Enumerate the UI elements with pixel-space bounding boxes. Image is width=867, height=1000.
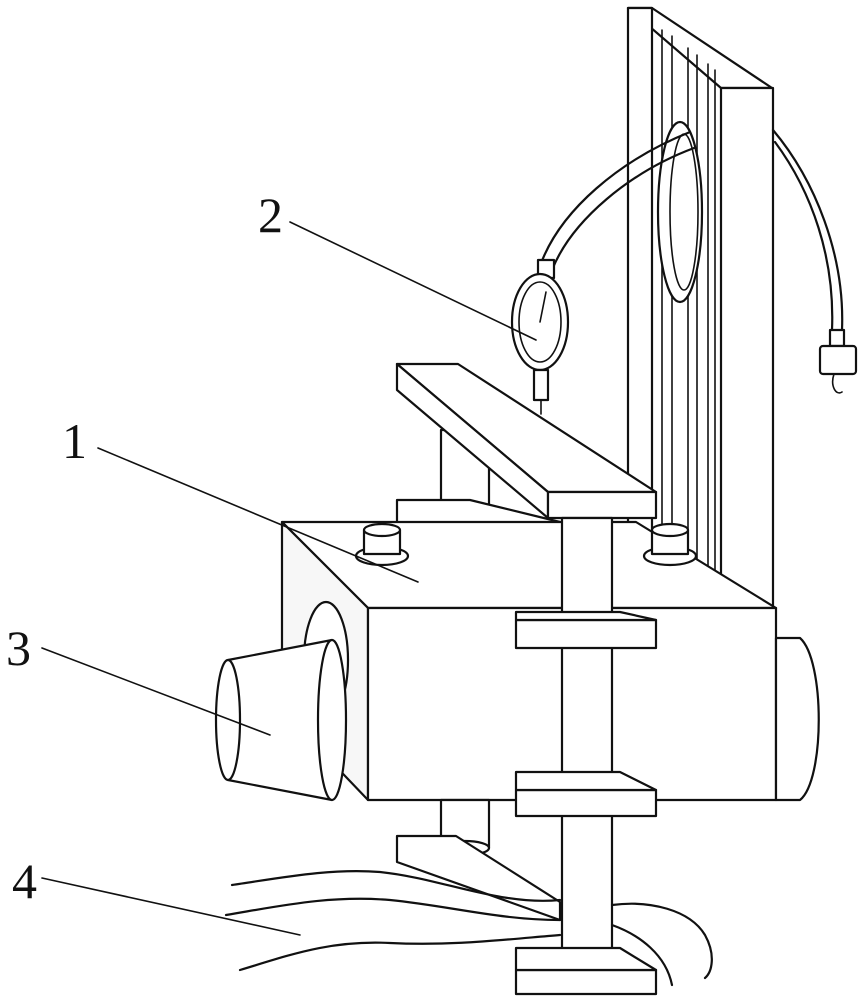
leader-lines: [41, 221, 537, 936]
vertical-rod: [514, 516, 658, 996]
upper-arm: [395, 362, 658, 534]
label-part-3: 3: [6, 620, 31, 676]
pipe-waves: [224, 869, 713, 987]
funnel: [214, 638, 348, 802]
gauge-cable-inner: [550, 146, 696, 272]
bolt-right: [642, 522, 698, 567]
label-part-1: 1: [62, 413, 87, 469]
leader-line-2: [289, 221, 537, 341]
lower-arm: [395, 798, 562, 922]
vertical-frame: [626, 6, 775, 610]
gauge-cable: [538, 130, 692, 268]
leader-line-1: [97, 447, 419, 583]
label-part-4: 4: [12, 853, 37, 909]
leader-line-3: [41, 647, 271, 736]
leader-line-4: [41, 877, 301, 936]
cable-and-weight: [771, 128, 858, 394]
label-part-2: 2: [258, 187, 283, 243]
